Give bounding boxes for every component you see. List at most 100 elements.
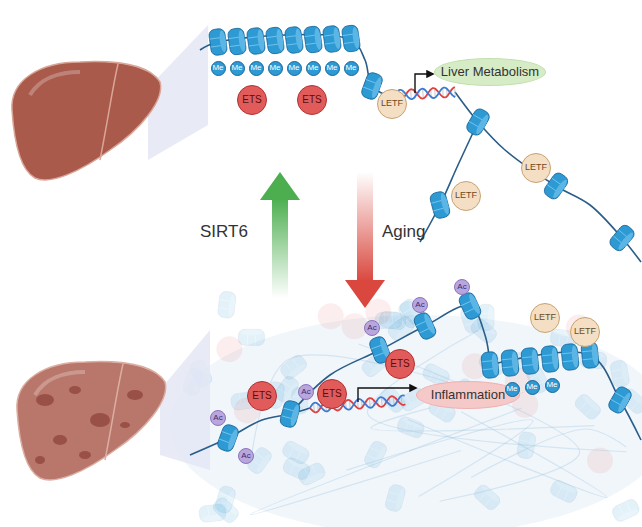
faded-chromatin (170, 291, 642, 527)
nucleosome-core (541, 345, 560, 373)
methyl-mark: Me (525, 380, 540, 395)
node-label: Me (345, 64, 356, 72)
nucleosome-core (363, 439, 389, 469)
node-label: LETF (455, 191, 477, 200)
node-label: Me (307, 64, 318, 72)
liver-lesion (53, 435, 67, 445)
nucleosome-core (472, 483, 502, 512)
nucleosome (279, 399, 301, 428)
nucleosome-face (237, 29, 246, 52)
nucleosome (227, 28, 246, 56)
liver-lesion (35, 456, 45, 464)
acetyl-mark: Ac (454, 279, 470, 295)
liver-lobe-line (100, 64, 118, 160)
nucleosome (429, 190, 451, 219)
nucleosome-core (217, 291, 236, 319)
liver-lesion (127, 390, 143, 400)
liver-shine (30, 72, 80, 95)
acetyl-mark: Ac (364, 320, 380, 336)
ets-factor: ETS (247, 381, 277, 411)
nucleosome-core (296, 461, 326, 487)
nucleosome-face (287, 440, 309, 456)
liver-lobe-line (105, 364, 123, 460)
node-label: Ac (241, 452, 250, 460)
node-label: Ac (415, 301, 424, 309)
nucleosome-face (401, 416, 424, 429)
nucleosome-face (616, 391, 632, 413)
nucleosome-face (422, 313, 437, 335)
arrow-head (260, 172, 300, 200)
nucleosome (216, 423, 240, 453)
nucleosome-face (511, 351, 519, 374)
node-label: Me (250, 64, 261, 72)
acetyl-mark: Ac (210, 410, 226, 426)
ets-factor: ETS (317, 379, 347, 409)
nucleosome (341, 25, 360, 53)
nucleosome-core (573, 392, 603, 421)
nucleosome-face (289, 404, 300, 427)
node-label: ETS (322, 389, 341, 400)
nucleosome-face (282, 381, 299, 403)
node-label: ETS (252, 391, 271, 402)
nucleosome (217, 291, 236, 319)
faded-factor (216, 336, 242, 362)
acetyl-mark: Ac (412, 297, 428, 313)
faded-linker (347, 420, 533, 497)
nucleosome (384, 483, 406, 512)
nucleosome-face (228, 294, 237, 317)
nucleosome (303, 26, 322, 54)
arrow-shaft (357, 172, 373, 282)
nucleosome (322, 25, 341, 53)
liver-shape (17, 362, 166, 480)
nucleosome-core (238, 329, 264, 345)
liver-lesion (120, 422, 130, 428)
liver-lesion (90, 413, 110, 427)
nucleosome-core (412, 311, 437, 341)
methyl-mark: Me (268, 61, 283, 76)
nucleosome-core (607, 385, 634, 416)
methyl-mark: Me (287, 61, 302, 76)
nucleosome-core (227, 28, 246, 56)
tss-arrow (358, 388, 416, 402)
nucleosome (607, 385, 634, 416)
node-label: Me (326, 64, 337, 72)
nucleosome-face (303, 471, 325, 486)
nucleosome-face (474, 113, 490, 135)
nucleosome-core (208, 28, 227, 56)
nucleosome-face (332, 27, 341, 50)
faded-factor (318, 303, 344, 329)
nucleosome-core (378, 385, 407, 415)
nucleosome-core (284, 26, 303, 54)
transition-arrows (260, 172, 385, 308)
methyl-mark: Me (230, 61, 245, 76)
node-label: LETF (381, 99, 403, 108)
arrow-label: SIRT6 (200, 222, 248, 242)
nucleosome-face (551, 178, 569, 199)
nucleosome-face (571, 345, 579, 368)
liver-shape (12, 62, 161, 180)
methyl-mark: Me (325, 61, 340, 76)
faded-linker (471, 429, 626, 477)
nucleosome-face (256, 29, 265, 52)
nucleosome-core (465, 107, 492, 138)
liver-organ (12, 62, 161, 180)
nucleosome-core (265, 27, 284, 55)
nucleosome-face (294, 28, 303, 51)
nucleosome-core (457, 291, 482, 321)
ets-factor: ETS (237, 85, 267, 115)
faded-band (170, 315, 642, 527)
nucleosome (265, 27, 284, 55)
ets-factor: ETS (385, 349, 415, 379)
node-label: Ac (457, 283, 466, 291)
nucleosome (378, 385, 407, 415)
node-label: Me (546, 381, 557, 389)
node-label: Me (288, 64, 299, 72)
nucleosome-core (429, 190, 451, 219)
base-pair (454, 87, 455, 97)
nucleosome-face (616, 231, 635, 252)
nucleosome-core (216, 423, 240, 453)
node-label: ETS (302, 95, 321, 106)
nucleosome-face (394, 488, 406, 511)
